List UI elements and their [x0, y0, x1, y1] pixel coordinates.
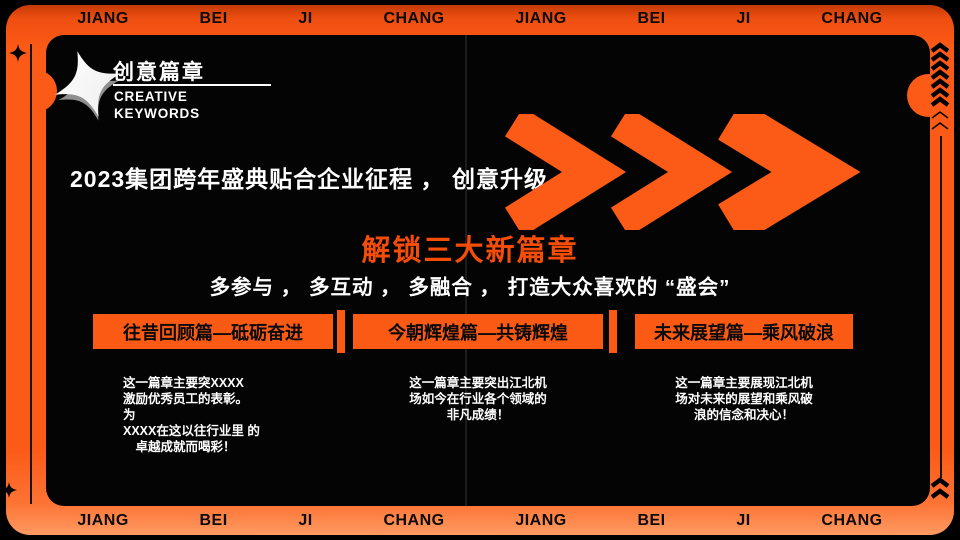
chapter-future-description: 这一篇章主要展现江北机 场对未来的展望和乘风破 浪的信念和决心！ — [675, 376, 813, 422]
slide-heading: 2023集团跨年盛典贴合企业征程 ， 创意升级 — [70, 166, 548, 192]
banner-label: JIANG — [515, 10, 567, 27]
logo-underline — [113, 84, 271, 86]
chapter-past-description: 这一篇章主要突XXXX 激励优秀员工的表彰。 为 XXXX在这以往行业里 的 卓… — [123, 376, 260, 454]
slide-content-panel — [46, 35, 930, 506]
chapter-past-header: 往昔回顾篇—砥砺奋进 — [93, 314, 333, 349]
banner-label: BEI — [199, 512, 228, 529]
logo-title: 创意篇章 — [113, 61, 205, 84]
banner-label: JI — [298, 512, 313, 529]
chapter-future: 未来展望篇—乘风破浪 这一篇章主要展现江北机 场对未来的展望和乘风破 浪的信念和… — [635, 314, 853, 423]
chapter-future-header: 未来展望篇—乘风破浪 — [635, 314, 853, 349]
banner-label: CHANG — [383, 512, 445, 529]
logo-subtitle-line1: CREATIVE — [114, 89, 188, 104]
left-border-bump — [15, 70, 57, 112]
section-subtitle: 多参与 ， 多互动 ， 多融合 ， 打造大众喜欢的 “盛会” — [209, 276, 731, 299]
center-seam-line — [465, 35, 467, 506]
banner-label: BEI — [637, 512, 666, 529]
left-border-line — [30, 44, 32, 504]
banner-label: JI — [736, 10, 751, 27]
section-title: 解锁三大新篇章 — [361, 235, 579, 267]
banner-label: JI — [736, 512, 751, 529]
banner-label: CHANG — [821, 512, 883, 529]
logo-subtitle-line2: KEYWORDS — [114, 106, 200, 121]
sparkle-star-icon — [9, 44, 27, 62]
forward-chevrons-icon — [504, 114, 861, 230]
top-banner: JIANG BEI JI CHANG JIANG BEI JI CHANG — [42, 5, 918, 33]
banner-label: BEI — [637, 10, 666, 27]
chapter-present-description: 这一篇章主要突出江北机 场如今在行业各个领域的 非凡成绩！ — [409, 376, 547, 422]
bottom-banner: JIANG BEI JI CHANG JIANG BEI JI CHANG — [42, 507, 918, 535]
chapter-divider — [337, 310, 345, 353]
banner-label: JI — [298, 10, 313, 27]
right-border-line — [940, 136, 942, 478]
logo-sparkle-icon — [55, 51, 121, 121]
banner-label: CHANG — [821, 10, 883, 27]
banner-label: JIANG — [77, 10, 129, 27]
chapter-past: 往昔回顾篇—砥砺奋进 这一篇章主要突XXXX 激励优秀员工的表彰。 为 XXXX… — [93, 314, 333, 455]
banner-label: BEI — [199, 10, 228, 27]
up-chevrons-icon — [930, 477, 950, 499]
banner-label: JIANG — [77, 512, 129, 529]
chapter-present: 今朝辉煌篇—共铸辉煌 这一篇章主要突出江北机 场如今在行业各个领域的 非凡成绩！ — [353, 314, 603, 423]
chapter-present-header: 今朝辉煌篇—共铸辉煌 — [353, 314, 603, 349]
up-chevrons-icon — [930, 42, 950, 130]
sparkle-star-icon — [1, 482, 17, 498]
banner-label: CHANG — [383, 10, 445, 27]
banner-label: JIANG — [515, 512, 567, 529]
chapter-divider — [609, 310, 617, 353]
